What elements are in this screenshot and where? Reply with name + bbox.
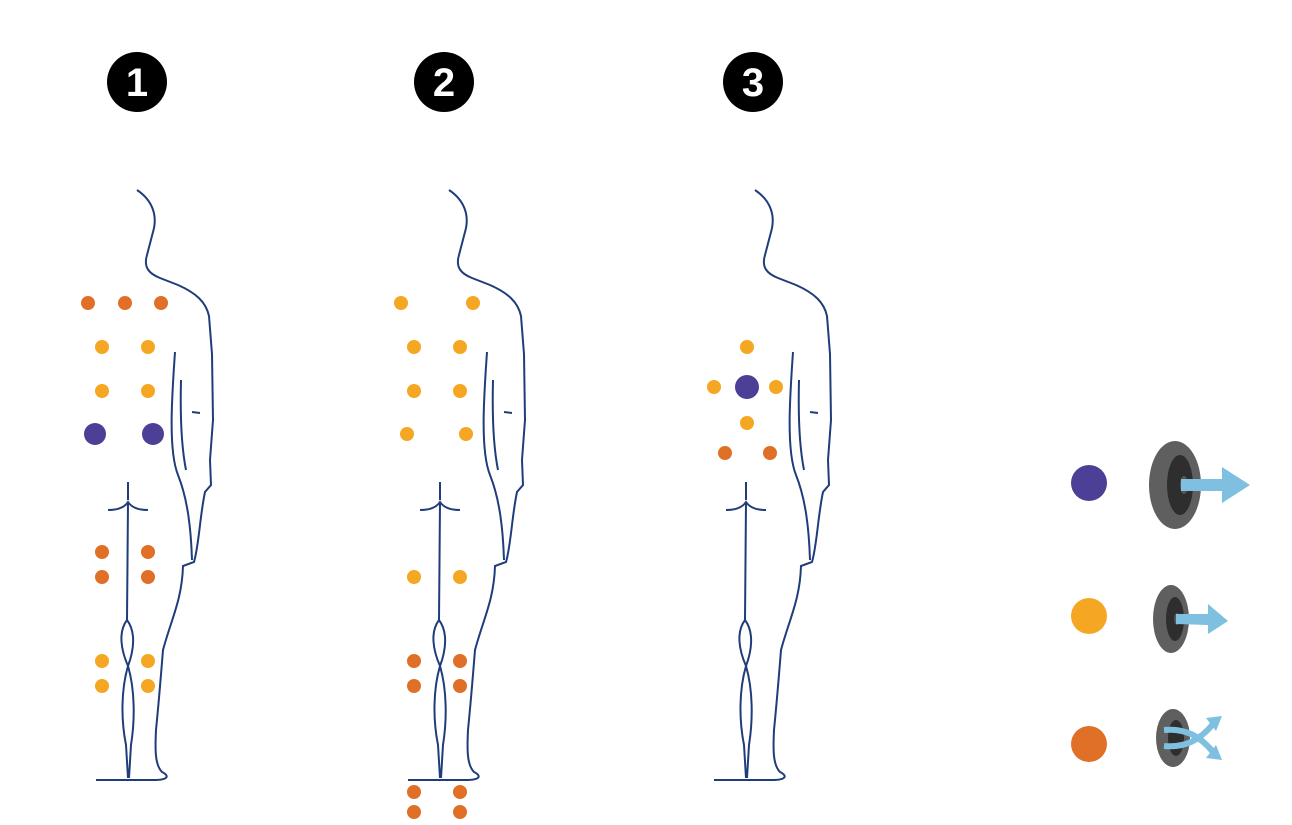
yellow-point (740, 340, 754, 354)
yellow-point (141, 679, 155, 693)
panel-1-badge-circle (107, 52, 167, 112)
orange-point (118, 296, 132, 310)
yellow-point (95, 679, 109, 693)
orange-point (95, 570, 109, 584)
yellow-point (141, 654, 155, 668)
orange-point (141, 570, 155, 584)
large-device-straight-arrow-icon (1149, 441, 1250, 529)
orange-point (763, 446, 777, 460)
yellow-point (95, 654, 109, 668)
panel-3-points (707, 340, 783, 460)
orange-point (407, 679, 421, 693)
yellow-point (141, 384, 155, 398)
orange-point (718, 446, 732, 460)
yellow-point (769, 380, 783, 394)
orange-point (407, 654, 421, 668)
panel-3-badge-circle (723, 52, 783, 112)
panel-1: 1 (81, 52, 214, 781)
orange-point (453, 805, 467, 819)
legend-purple-dot (1071, 465, 1107, 501)
yellow-point (407, 384, 421, 398)
yellow-point (459, 427, 473, 441)
orange-point (453, 785, 467, 799)
panel-1-number: 1 (126, 61, 148, 105)
yellow-point (407, 340, 421, 354)
panel-3-body-outline (713, 189, 832, 781)
yellow-point (740, 416, 754, 430)
panel-3: 3 (707, 52, 832, 781)
orange-point (154, 296, 168, 310)
panel-2-body-outline (407, 189, 526, 781)
legend-orange-dot (1071, 726, 1107, 762)
panel-2: 2 (394, 52, 526, 819)
yellow-point (453, 340, 467, 354)
legend-yellow-dot (1071, 598, 1107, 634)
panel-3-badge: 3 (723, 52, 783, 112)
panel-2-number: 2 (433, 61, 455, 105)
small-device-crossed-arrows-icon (1156, 709, 1222, 767)
purple-point (735, 375, 759, 399)
orange-point (453, 679, 467, 693)
yellow-point (95, 340, 109, 354)
legend (1071, 441, 1250, 767)
yellow-point (453, 384, 467, 398)
orange-point (81, 296, 95, 310)
panel-1-badge: 1 (107, 52, 167, 112)
orange-point (407, 785, 421, 799)
legend-item-yellow (1071, 585, 1228, 653)
purple-point (142, 423, 164, 445)
orange-point (407, 805, 421, 819)
orange-point (141, 545, 155, 559)
yellow-point (407, 570, 421, 584)
yellow-point (394, 296, 408, 310)
yellow-point (453, 570, 467, 584)
yellow-point (466, 296, 480, 310)
purple-point (84, 423, 106, 445)
panel-2-badge-circle (414, 52, 474, 112)
orange-point (453, 654, 467, 668)
panel-2-points (394, 296, 480, 819)
medium-device-short-arrow-icon (1153, 585, 1228, 653)
yellow-point (400, 427, 414, 441)
yellow-point (707, 380, 721, 394)
panel-2-badge: 2 (414, 52, 474, 112)
legend-item-purple (1071, 441, 1250, 529)
legend-item-orange (1071, 709, 1222, 767)
yellow-point (95, 384, 109, 398)
panel-3-number: 3 (742, 61, 764, 105)
yellow-point (141, 340, 155, 354)
panel-1-body-outline (95, 189, 214, 781)
orange-point (95, 545, 109, 559)
panel-1-points (81, 296, 168, 693)
